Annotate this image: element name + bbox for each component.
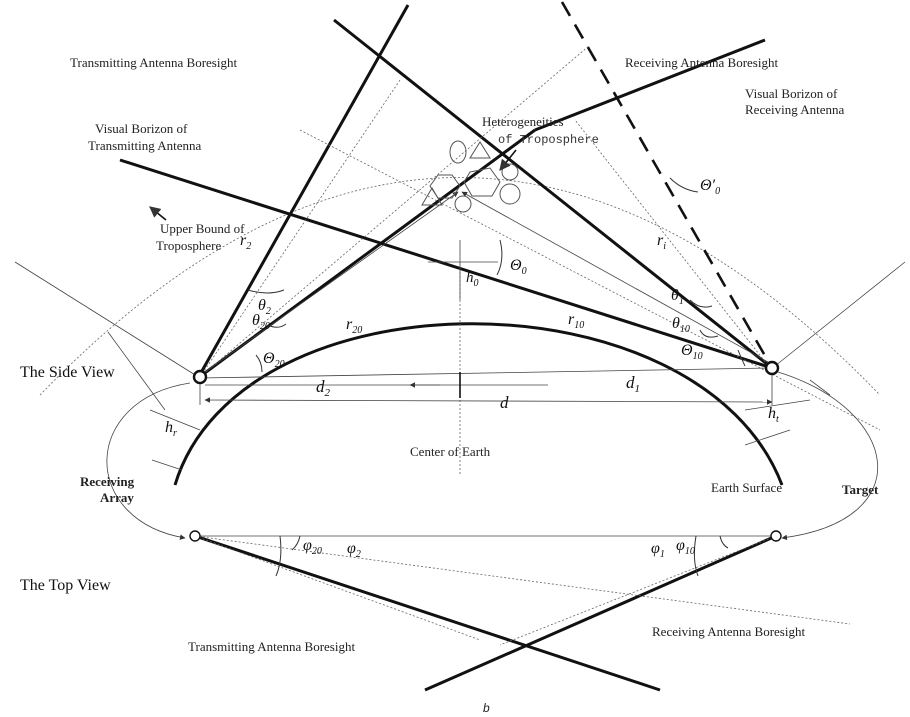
receiving-boresight-line	[333, 18, 773, 370]
rx-boresight-dotted-2	[199, 44, 591, 378]
ht-marker-2	[744, 429, 791, 446]
symbol-phi1: φ1	[651, 540, 665, 560]
label-center-of-earth: Center of Earth	[410, 444, 491, 459]
label-rx-boresight-bottom: Receiving Antenna Boresight	[652, 624, 805, 639]
phi10-arc	[719, 535, 729, 549]
Theta10-arc	[737, 349, 746, 367]
receiving-link-arrow	[106, 382, 191, 540]
label-rx-boresight-top: Receiving Antenna Boresight	[625, 55, 778, 70]
ht-marker	[744, 399, 811, 411]
symbol-hr: hr	[165, 419, 177, 439]
receiving-array-node-side	[192, 369, 208, 385]
d-dimension-line	[204, 397, 773, 405]
label-visual-horizon-tx-2: Transmitting Antenna	[88, 138, 202, 153]
top-tx-boresight-dotted	[194, 535, 481, 641]
theta20-arc	[267, 323, 287, 328]
Theta20-arc	[255, 354, 263, 373]
dashed-horizon-line	[560, 1, 774, 369]
symbol-Theta20: Θ20	[263, 350, 285, 370]
target-node-top	[770, 530, 782, 542]
label-earth-surface: Earth Surface	[711, 480, 782, 495]
phi1-arc	[693, 535, 699, 577]
phi20-arc	[291, 535, 301, 551]
upper-bound-arrow	[149, 206, 167, 221]
symbol-d: d	[500, 393, 509, 412]
label-top-view: The Top View	[20, 577, 111, 594]
label-tx-boresight-top: Transmitting Antenna Boresight	[70, 55, 237, 70]
receiving-horizon-line-right	[534, 38, 766, 132]
symbol-h0: h0	[466, 270, 479, 289]
symbol-phi10: φ10	[676, 537, 695, 557]
symbol-theta1: θ1	[671, 287, 684, 307]
label-upper-bound-1: Upper Bound of	[160, 221, 245, 236]
label-target: Target	[842, 482, 879, 497]
top-rx-boresight-line	[424, 534, 777, 692]
receiving-array-node-top	[189, 530, 201, 542]
symbol-r1: ri	[657, 232, 666, 252]
top-tx-dotted-2	[499, 535, 777, 646]
transmitting-horizon-line	[119, 158, 773, 370]
symbol-r20: r20	[346, 316, 362, 336]
earth-surface-arc	[173, 322, 784, 486]
phi2-arc	[275, 535, 282, 577]
left-radial-line	[14, 261, 201, 379]
label-side-view: The Side View	[20, 364, 115, 381]
symbol-phi2: φ2	[347, 540, 361, 560]
ht-marker-3	[809, 379, 831, 396]
symbol-d1: d1	[626, 373, 640, 395]
symbol-r2: r2	[240, 232, 251, 252]
symbol-Theta0-prime: Θ′0	[700, 177, 720, 197]
label-receiving-array-1: Receiving	[80, 474, 135, 489]
hr-marker	[149, 409, 201, 431]
symbol-theta2: θ2	[258, 297, 271, 317]
r2-arrow	[204, 191, 459, 373]
theta2-arc	[247, 289, 285, 294]
troposphere-upper-bound-arc	[39, 177, 881, 396]
symbol-theta10: θ10	[672, 315, 690, 335]
r1-arrow	[461, 191, 769, 363]
right-radial-line	[769, 261, 906, 371]
hr-marker-2	[151, 459, 183, 471]
symbol-phi20: φ20	[303, 537, 322, 557]
baseline-chord	[199, 367, 773, 379]
label-heterogeneities-1: Heterogeneities	[482, 114, 564, 129]
top-tx-boresight-line	[194, 534, 661, 692]
theta10-arc	[699, 329, 719, 338]
heterogeneity-arrow	[499, 149, 517, 171]
label-visual-horizon-tx-1: Visual Borizon of	[95, 121, 188, 136]
Theta0-arc	[496, 239, 503, 276]
symbol-ht: ht	[768, 405, 779, 425]
label-tx-boresight-bottom: Transmitting Antenna Boresight	[188, 639, 355, 654]
label-visual-horizon-rx-2: Receiving Antenna	[745, 102, 845, 117]
figure-caption: b	[483, 701, 490, 715]
label-receiving-array-2: Array	[100, 490, 134, 505]
label-upper-bound-2: Troposphere	[156, 238, 221, 253]
left-tangent-thin-line	[107, 331, 166, 411]
label-visual-horizon-rx-1: Visual Borizon of	[745, 86, 838, 101]
Theta0p-arc	[669, 177, 699, 193]
symbol-d2: d2	[316, 377, 331, 399]
symbol-r10: r10	[568, 311, 584, 331]
symbol-theta20: θ20	[252, 312, 270, 332]
label-heterogeneities-2: of Troposphere	[498, 133, 599, 147]
target-node-side	[764, 360, 780, 376]
transmitting-boresight-line	[196, 4, 410, 379]
rx-boresight-dotted	[574, 119, 771, 369]
symbol-Theta0: Θ0	[510, 257, 527, 277]
tx-boresight-dotted-long	[299, 129, 881, 431]
theta1-arc	[689, 299, 713, 308]
symbol-Theta10: Θ10	[681, 342, 703, 362]
target-link-arrow	[777, 371, 878, 541]
